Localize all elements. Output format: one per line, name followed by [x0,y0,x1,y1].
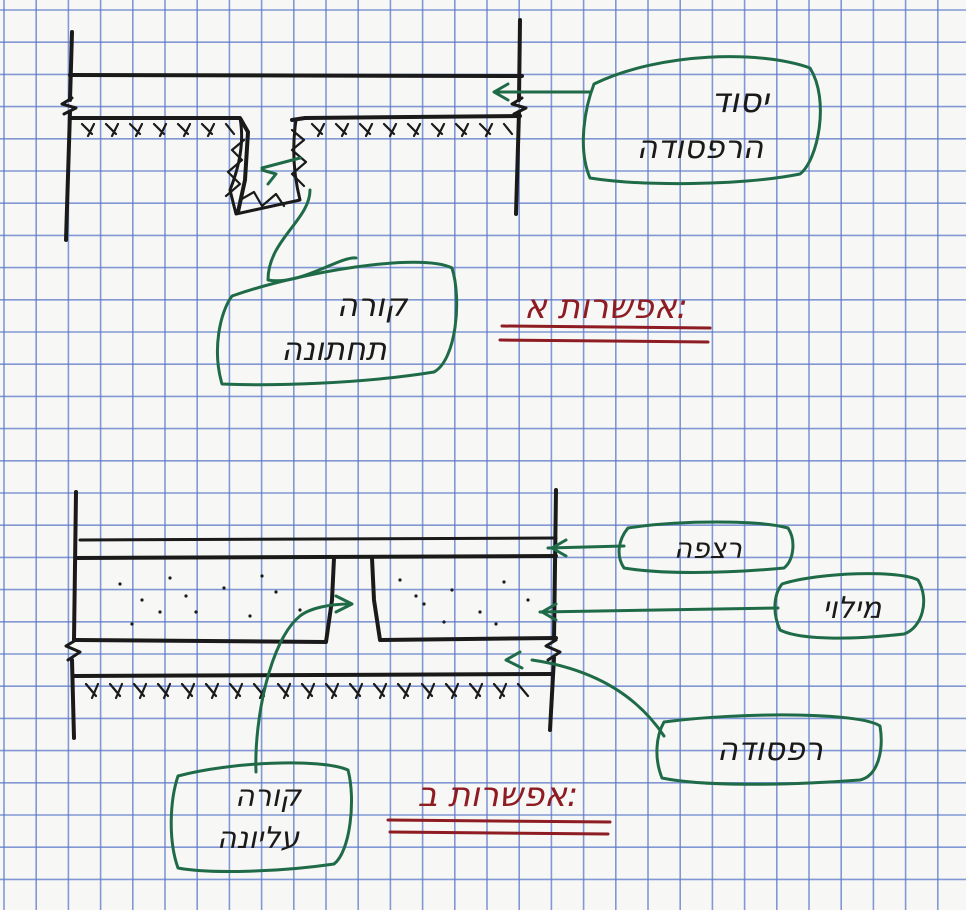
option-a-title: אפשרות א: [524,287,688,327]
upper-beam-label-line2: עליונה [217,821,301,856]
fill-label: מילוי [822,591,882,626]
option-b-drawing [64,488,562,740]
floor-bubble [617,520,795,574]
option-a-title-underline [498,324,712,344]
lower-beam-label-line1: קורה [337,286,409,324]
option-a-right-wall [514,18,522,216]
option-b-fill-left [74,556,336,644]
option-a-callouts [215,55,822,387]
option-a-beam-hatch [224,128,308,208]
fill-leader [538,606,780,614]
upper-beam-bubble [169,761,354,873]
option-b-right-break [544,638,562,662]
option-a-labels: יסוד הרפסודה קורה תחתונה אפשרות א: [281,81,770,368]
raft-label: רפסודה [717,730,823,768]
fill-arrowhead [540,602,558,622]
upper-beam-label-line1: קורה [235,779,303,814]
option-b-floor-top [78,536,558,542]
option-b-callouts [169,520,926,873]
option-b-labels: רצפה מילוי רפסודה קורה עליונה אפשרות ב: [217,532,882,856]
foundation-label-line2: הרפסודה [637,128,764,166]
option-b-title: אפשרות ב: [418,775,579,815]
option-a-drawing [60,18,528,242]
option-a-slab-top [68,73,524,78]
option-b-floor-bottom [74,554,558,560]
raft-bubble [655,713,883,786]
raft-leader [530,658,666,738]
option-a-right-break [510,96,528,116]
option-a-left-wall [64,30,74,242]
lower-beam-bubble [215,260,459,387]
lower-beam-arrowhead [260,168,278,186]
option-b-fill-dots [118,574,530,626]
fill-bubble [773,572,926,640]
option-a-soil-hatch-right [310,122,514,138]
raft-arrowhead [504,650,524,670]
foundation-label-line1: יסוד [711,81,770,121]
option-b-left-wall [70,490,78,740]
foundation-bubble [581,55,822,186]
option-b-fill-right [370,556,558,642]
lower-beam-arrow-tail [260,156,302,170]
option-b-left-break [64,638,82,662]
upper-beam-arrowhead [334,594,354,614]
upper-beam-leader [254,602,352,774]
option-b-title-underline [386,818,612,836]
floor-label: רצפה [674,532,742,565]
option-b-soil-hatch [84,682,530,700]
option-a-left-break [60,96,78,116]
foundation-arrowhead [492,82,510,102]
option-b-right-wall [548,488,558,732]
option-a-soil-hatch-left [80,122,236,138]
floor-leader [546,544,626,550]
lower-beam-label-line2: תחתונה [281,330,386,368]
option-b-raft-bottom [72,672,554,678]
floor-arrowhead [550,538,568,558]
lower-beam-leader [266,188,358,283]
